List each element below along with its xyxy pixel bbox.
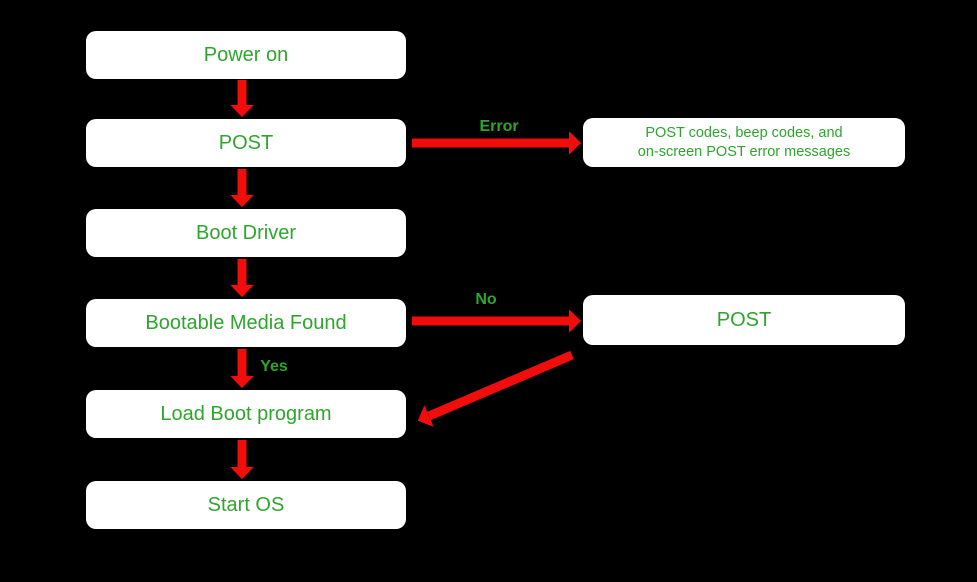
node-post-codes-line2: on-screen POST error messages xyxy=(637,143,851,160)
edge-label-error: Error xyxy=(479,118,519,135)
node-boot-driver-label: Boot Driver xyxy=(195,222,297,244)
node-start-os-label: Start OS xyxy=(207,494,285,516)
node-bootable-media-found-label: Bootable Media Found xyxy=(145,312,347,334)
edge-label-no: No xyxy=(475,291,497,308)
edge-label-yes: Yes xyxy=(260,358,288,375)
arrow-post-right-to-load xyxy=(417,350,574,427)
node-post: POST xyxy=(86,119,406,167)
node-post-label: POST xyxy=(218,132,274,154)
node-bootable-media-found: Bootable Media Found xyxy=(86,299,406,347)
node-power-on: Power on xyxy=(86,31,406,79)
node-load-boot-program: Load Boot program xyxy=(86,390,406,438)
node-boot-driver: Boot Driver xyxy=(86,209,406,257)
node-start-os: Start OS xyxy=(86,481,406,529)
node-power-on-label: Power on xyxy=(203,44,289,66)
node-post-codes: POST codes, beep codes, and on-screen PO… xyxy=(583,118,905,167)
node-post-right-label: POST xyxy=(716,309,772,331)
node-post-right: POST xyxy=(583,295,905,345)
node-post-codes-line1: POST codes, beep codes, and xyxy=(645,124,843,141)
node-load-boot-program-label: Load Boot program xyxy=(160,403,332,425)
